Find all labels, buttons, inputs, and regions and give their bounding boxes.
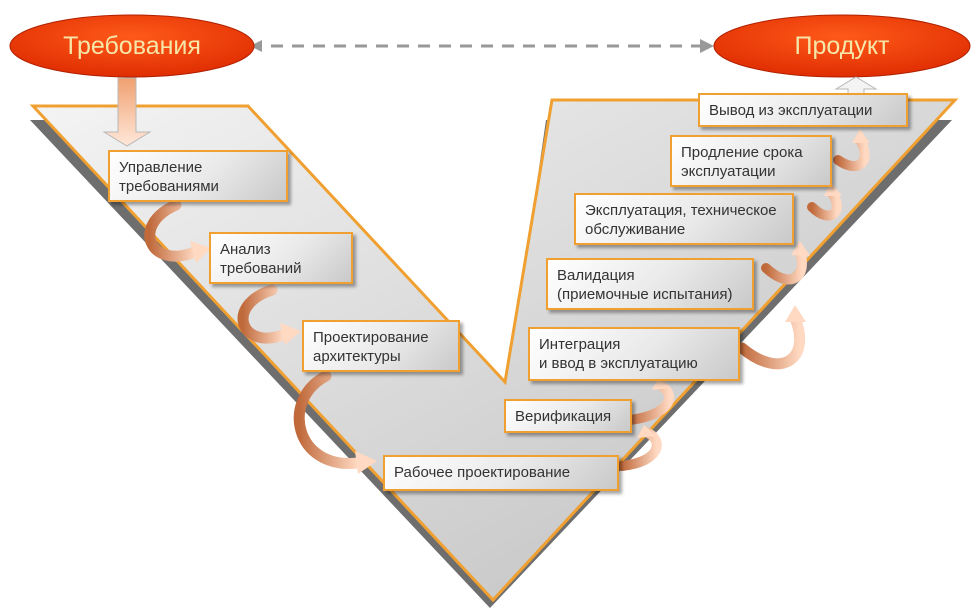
curved-arrow-right-3-icon [736,312,806,370]
step-verification: Верификация [504,399,632,433]
curved-arrow-right-6-icon [833,135,870,171]
start-label: Требования [63,32,201,60]
curved-arrow-right-1-head-icon [637,425,656,438]
step-architecture-design: Проектирование архитектуры [302,320,460,372]
step-requirements-management: Управление требованиями [108,150,288,202]
step-operation-maintenance: Эксплуатация, техническое обслуживание [574,193,794,245]
curved-arrow-right-5-head-icon [824,182,842,196]
step-requirements-analysis: Анализ требований [209,232,353,284]
curved-arrow-right-6-head-icon [852,129,870,143]
curved-arrow-right-4-icon [761,247,807,285]
end-oval [713,14,971,78]
curved-arrow-left-2-icon [237,284,289,344]
connector-arrowhead-left-icon [250,40,262,52]
curved-arrow-left-1-head-icon [190,241,211,263]
curved-arrow-left-3-icon [293,370,364,469]
step-detailed-design: Рабочее проектирование [383,455,619,491]
step-decommissioning: Вывод из эксплуатации [698,93,908,127]
curved-arrow-right-4-head-icon [791,241,810,256]
end-label: Продукт [794,32,890,60]
curved-arrow-right-2-head-icon [652,378,670,390]
curved-arrow-right-5-icon [807,188,842,221]
start-oval [9,14,255,78]
down-arrow-icon [102,77,152,147]
step-life-extension: Продление срока эксплуатации [670,135,832,187]
connector-arrowhead-right-icon [700,39,714,53]
curved-arrow-right-3-head-icon [785,305,806,322]
curved-arrow-left-1-icon [144,199,201,262]
curved-arrow-left-2-head-icon [280,323,301,345]
step-validation: Валидация (приемочные испытания) [546,258,754,310]
curved-arrow-left-3-head-icon [355,451,377,474]
step-integration: Интеграция и ввод в эксплуатацию [528,327,740,381]
